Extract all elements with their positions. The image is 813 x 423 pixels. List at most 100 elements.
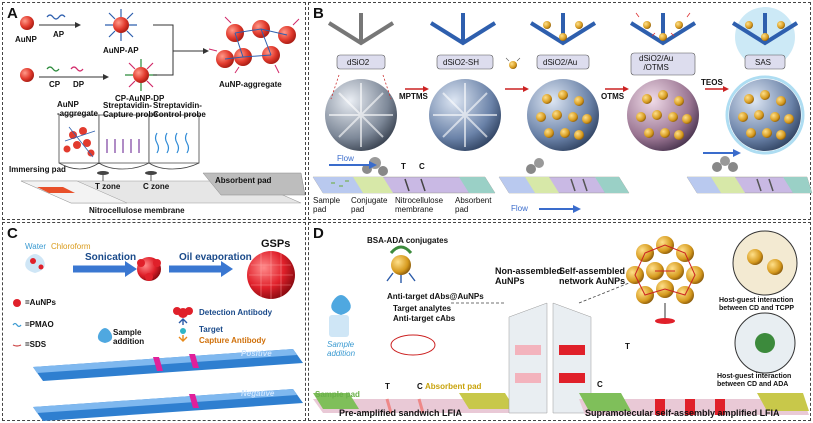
c-label-d2: C [597, 380, 603, 389]
dp-label: DP [73, 80, 85, 89]
ap-label: AP [53, 30, 65, 39]
gsp-sphere [247, 251, 295, 299]
panel-c-label: C [7, 225, 18, 242]
supra-label: Supramolecular self-assembly amplified L… [585, 408, 780, 418]
stage-sas [725, 7, 805, 155]
flow-label: Flow [337, 154, 354, 163]
stage-4-label: dSiO2/Au /OTMS [639, 54, 674, 72]
absorbent-pad-label-b: Absorbent pad [455, 196, 492, 214]
membrane-label: Nitrocellulose membrane [89, 206, 185, 215]
conjugate-pad-label: Conjugate pad [351, 196, 388, 214]
pre-amp-strip [313, 393, 515, 414]
stage-3-label: dSiO2/Au [543, 58, 578, 67]
nitro-membrane-label: Nitrocellulose membrane [395, 196, 444, 214]
zoom-circle-1 [732, 230, 798, 296]
aunp-particle [20, 16, 34, 30]
strip-1 [312, 157, 496, 194]
aunp-label: AuNP [15, 35, 37, 44]
pre-amp-label: Pre-amplified sandwich LFIA [339, 408, 463, 418]
strip-2 [498, 158, 630, 194]
t-label-d: T [385, 382, 390, 391]
cp-aunp-dp-label: CP-AuNP-DP [115, 94, 165, 103]
aunp-particle-2 [20, 68, 34, 82]
self-assembled-label: Self-assembled network AuNPs [559, 266, 626, 286]
positive-strip [33, 349, 303, 381]
anti-target-dabs-label: Anti-target dAbs@AuNPs [387, 292, 484, 301]
zoom-boxes [58, 114, 200, 170]
water-label: Water [25, 242, 47, 251]
control-probe-label: Streptavidin- Control probe [153, 101, 206, 119]
target-analytes-label: Target analytes [393, 304, 452, 313]
non-assembled-label: Non-assembled AuNPs [495, 266, 563, 286]
stage-dsio2 [325, 13, 397, 151]
negative-strip [33, 389, 303, 421]
panel-a-scheme [20, 9, 306, 204]
flow-label-2: Flow [511, 204, 528, 213]
panel-d: D [308, 222, 811, 421]
panel-a: A [2, 2, 306, 220]
panel-b: B [308, 2, 813, 220]
panel-c: C [2, 222, 306, 421]
target-label: Target [199, 325, 223, 334]
legend-sds-icon [12, 344, 22, 347]
t-line-label: T [401, 162, 406, 171]
panel-d-label: D [313, 225, 324, 242]
gsps-label: GSPs [261, 238, 291, 250]
aunps-legend-label: =AuNPs [25, 298, 56, 307]
panel-a-label: A [7, 5, 18, 22]
sonication-label: Sonication [85, 252, 137, 263]
dp-strand [70, 66, 84, 72]
sds-legend-label: =SDS [25, 340, 47, 349]
d-sample-addition-label: Sample addition [327, 340, 356, 358]
mptms-label: MPTMS [399, 92, 428, 101]
capture-probe-label: Streptavidin- Capture probe [103, 101, 158, 119]
absorbent-pad-label: Absorbent pad [215, 176, 272, 185]
legend-pmao-icon [12, 322, 22, 328]
immersing-pad-label: Immersing pad [9, 165, 66, 174]
t-label-d2: T [625, 342, 630, 351]
oil-evap-label: Oil evaporation [179, 252, 252, 263]
pmao-legend-label: =PMAO [25, 320, 54, 329]
middle-strips [508, 302, 592, 414]
sample-pad-label: Sample pad [313, 196, 341, 214]
aunp-aggregate-cluster [208, 16, 300, 74]
bsa-ada-label: BSA-ADA conjugates [367, 236, 449, 245]
aunp-aggregate-label: AuNP-aggregate [219, 80, 282, 89]
sample-addition-label: Sample addition [113, 328, 145, 346]
network-cluster [626, 236, 704, 324]
legend-aunp-icon [13, 299, 21, 307]
antibody-complex [173, 307, 193, 342]
anti-target-cabs-label: Anti-target cAbs [393, 314, 456, 323]
c-line-label: C [419, 162, 425, 171]
negative-label: Negative [241, 389, 275, 398]
cp-label: CP [49, 80, 61, 89]
c-zone-label: C zone [143, 182, 170, 191]
panel-c-scheme [12, 251, 303, 421]
hg-tcpp-label: Host-guest interaction between CD and TC… [719, 297, 795, 312]
teos-label: TEOS [701, 78, 723, 87]
hg-ada-label: Host-guest interaction between CD and AD… [717, 373, 792, 388]
ap-strand [46, 14, 66, 20]
detection-ab-label: Detection Antibody [199, 308, 273, 317]
stage-2-label: dSiO2-SH [443, 58, 480, 67]
aunp-ap-particle [105, 9, 137, 41]
conjugate-particle [386, 245, 416, 283]
t-zone-label: T zone [95, 182, 121, 191]
c-label-d: C [417, 382, 423, 391]
absorbent-pad-label-d: Absorbent pad [425, 382, 482, 391]
capture-ab-label: Capture Antibody [199, 336, 266, 345]
strip-aggregate-label: AuNP -aggregate [57, 100, 98, 118]
stage-1-label: dSiO2 [347, 58, 370, 67]
chloroform-label: Chloroform [51, 242, 91, 251]
cp-strand [46, 66, 60, 72]
stage-5-label: SAS [755, 58, 772, 67]
supra-strip [579, 393, 809, 415]
stage-dsio2-au-otms [627, 12, 699, 151]
positive-label: Positive [241, 349, 272, 358]
np-cluster [137, 257, 161, 281]
absorbent-pad-area [202, 172, 306, 196]
panel-b-label: B [313, 5, 324, 22]
immersing-pad-area [20, 180, 128, 204]
aunp-ap-label: AuNP-AP [103, 46, 139, 55]
stage-dsio2-sh [429, 13, 501, 151]
